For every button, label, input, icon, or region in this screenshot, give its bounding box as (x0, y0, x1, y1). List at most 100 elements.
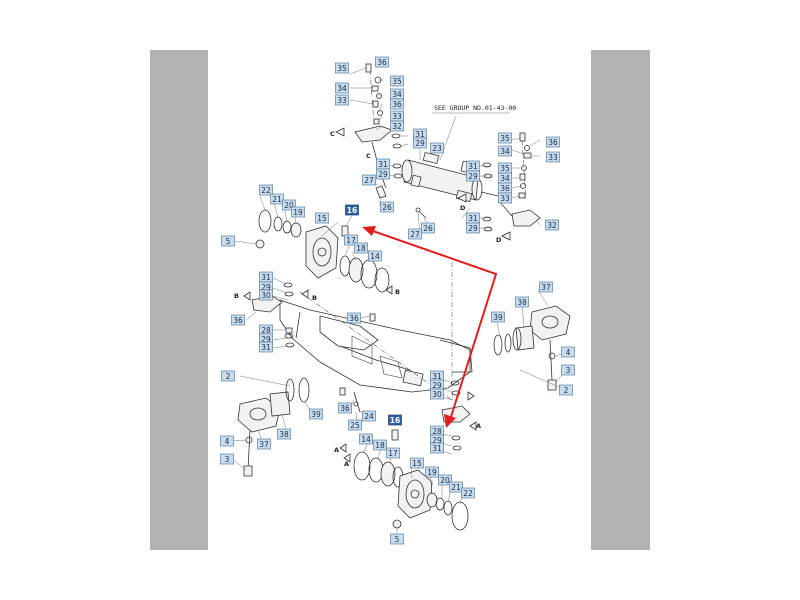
callout-tag: 32 (545, 219, 559, 231)
callout-number: 27 (364, 176, 374, 185)
red-arrowhead-lower (444, 414, 456, 428)
callout-number: 25 (350, 421, 360, 430)
callout-tag: 5 (221, 235, 235, 247)
callout-tag: 26 (421, 222, 435, 234)
callout-number: 18 (356, 244, 366, 253)
pin-26-right (419, 211, 427, 219)
callout-tag: 19 (425, 466, 439, 478)
callout-number: 35 (500, 164, 510, 173)
callout-number: 36 (548, 138, 558, 147)
callout-tag: 35 (498, 132, 512, 144)
view-mark: B (312, 294, 317, 302)
callout-tag: 2 (221, 370, 235, 382)
callout-tag: 36 (498, 182, 512, 194)
left-gray-margin (150, 50, 208, 550)
callout-tag: 35 (390, 75, 404, 87)
callout-tag: 33 (335, 94, 349, 106)
callout-tag: 37 (539, 281, 553, 293)
callout-number: 31 (432, 444, 442, 453)
callout-number: 38 (279, 430, 289, 439)
callout-tag: 15 (315, 212, 329, 224)
view-mark: A (476, 422, 481, 430)
callout-number: 30 (432, 390, 442, 399)
centerline-top-left (369, 69, 375, 126)
callout-tag: 31 (466, 160, 480, 172)
callout-tag-highlighted: 16 (388, 414, 402, 426)
callout-number: 33 (392, 112, 402, 121)
callout-number: 33 (337, 96, 347, 105)
callout-tag: 29 (376, 168, 390, 180)
callout-number: 34 (500, 147, 510, 156)
o-ring (391, 133, 401, 139)
view-arrow-d (501, 231, 511, 241)
view-mark: A (334, 446, 339, 454)
view-mark: D (496, 236, 502, 244)
callout-tag: 34 (498, 145, 512, 157)
callout-number: 29 (261, 335, 271, 344)
o-ring (392, 163, 402, 169)
callout-number: 17 (388, 449, 398, 458)
callout-tag: 29 (430, 379, 444, 391)
callout-number: 33 (500, 194, 510, 203)
callout-tag: 31 (259, 271, 273, 283)
callout-number: 2 (226, 372, 231, 381)
callout-number: 37 (541, 283, 551, 292)
callout-number: 31 (261, 273, 271, 282)
callout-number: 30 (261, 291, 271, 300)
callout-number: 28 (261, 326, 271, 335)
callout-number: 39 (311, 410, 321, 419)
callout-number: 29 (432, 436, 442, 445)
parts-drawing (230, 63, 571, 538)
callout-tag: 39 (491, 311, 505, 323)
callout-tag: 36 (546, 136, 560, 148)
callout-tag: 15 (410, 457, 424, 469)
callout-tag: 34 (498, 172, 512, 184)
callout-number: 29 (432, 381, 442, 390)
callout-tag: 21 (449, 481, 463, 493)
callout-tag: 33 (546, 151, 560, 163)
pin-26-left (375, 185, 387, 199)
view-arrow-c-top (335, 127, 345, 137)
callout-tag: 22 (259, 184, 273, 196)
callout-number: 29 (415, 139, 425, 148)
callout-number: 36 (377, 58, 387, 67)
callout-tag: 35 (335, 62, 349, 74)
hub-15-lower (397, 469, 433, 519)
callout-number: 2 (564, 386, 569, 395)
callout-tag: 26 (380, 201, 394, 213)
hub-15-upper (305, 225, 339, 279)
callout-number: 37 (259, 440, 269, 449)
red-arrow-path (369, 229, 498, 421)
callout-tag: 36 (347, 312, 361, 324)
callout-tag: 29 (466, 222, 480, 234)
callout-number: 29 (468, 172, 478, 181)
view-mark: A (344, 460, 349, 468)
callout-number: 26 (382, 203, 392, 212)
callout-number: 31 (432, 372, 442, 381)
callout-number: 36 (233, 316, 243, 325)
callout-number: 33 (548, 153, 558, 162)
callout-number: 3 (566, 366, 571, 375)
callout-tag: 31 (466, 212, 480, 224)
callout-tag: 14 (368, 250, 382, 262)
callout-number: 14 (370, 252, 380, 261)
bracket-assembly-right (493, 305, 571, 391)
red-arrowhead-upper (362, 226, 376, 236)
callout-tag: 20 (282, 199, 296, 211)
callout-number: 18 (375, 441, 385, 450)
callout-number: 32 (547, 221, 557, 230)
callout-number: 35 (500, 134, 510, 143)
bolt-16-lower (391, 429, 399, 441)
callout-tag: 30 (430, 388, 444, 400)
hardware-stack-top-left (365, 63, 383, 125)
callout-number: 22 (463, 489, 473, 498)
callout-tag: 29 (466, 170, 480, 182)
callout-number: 36 (392, 100, 402, 109)
callout-tag: 23 (430, 142, 444, 154)
callout-number: 36 (500, 184, 510, 193)
callout-number: 21 (272, 195, 282, 204)
callout-tag-highlighted: 16 (345, 204, 359, 216)
callout-number: 17 (346, 236, 356, 245)
